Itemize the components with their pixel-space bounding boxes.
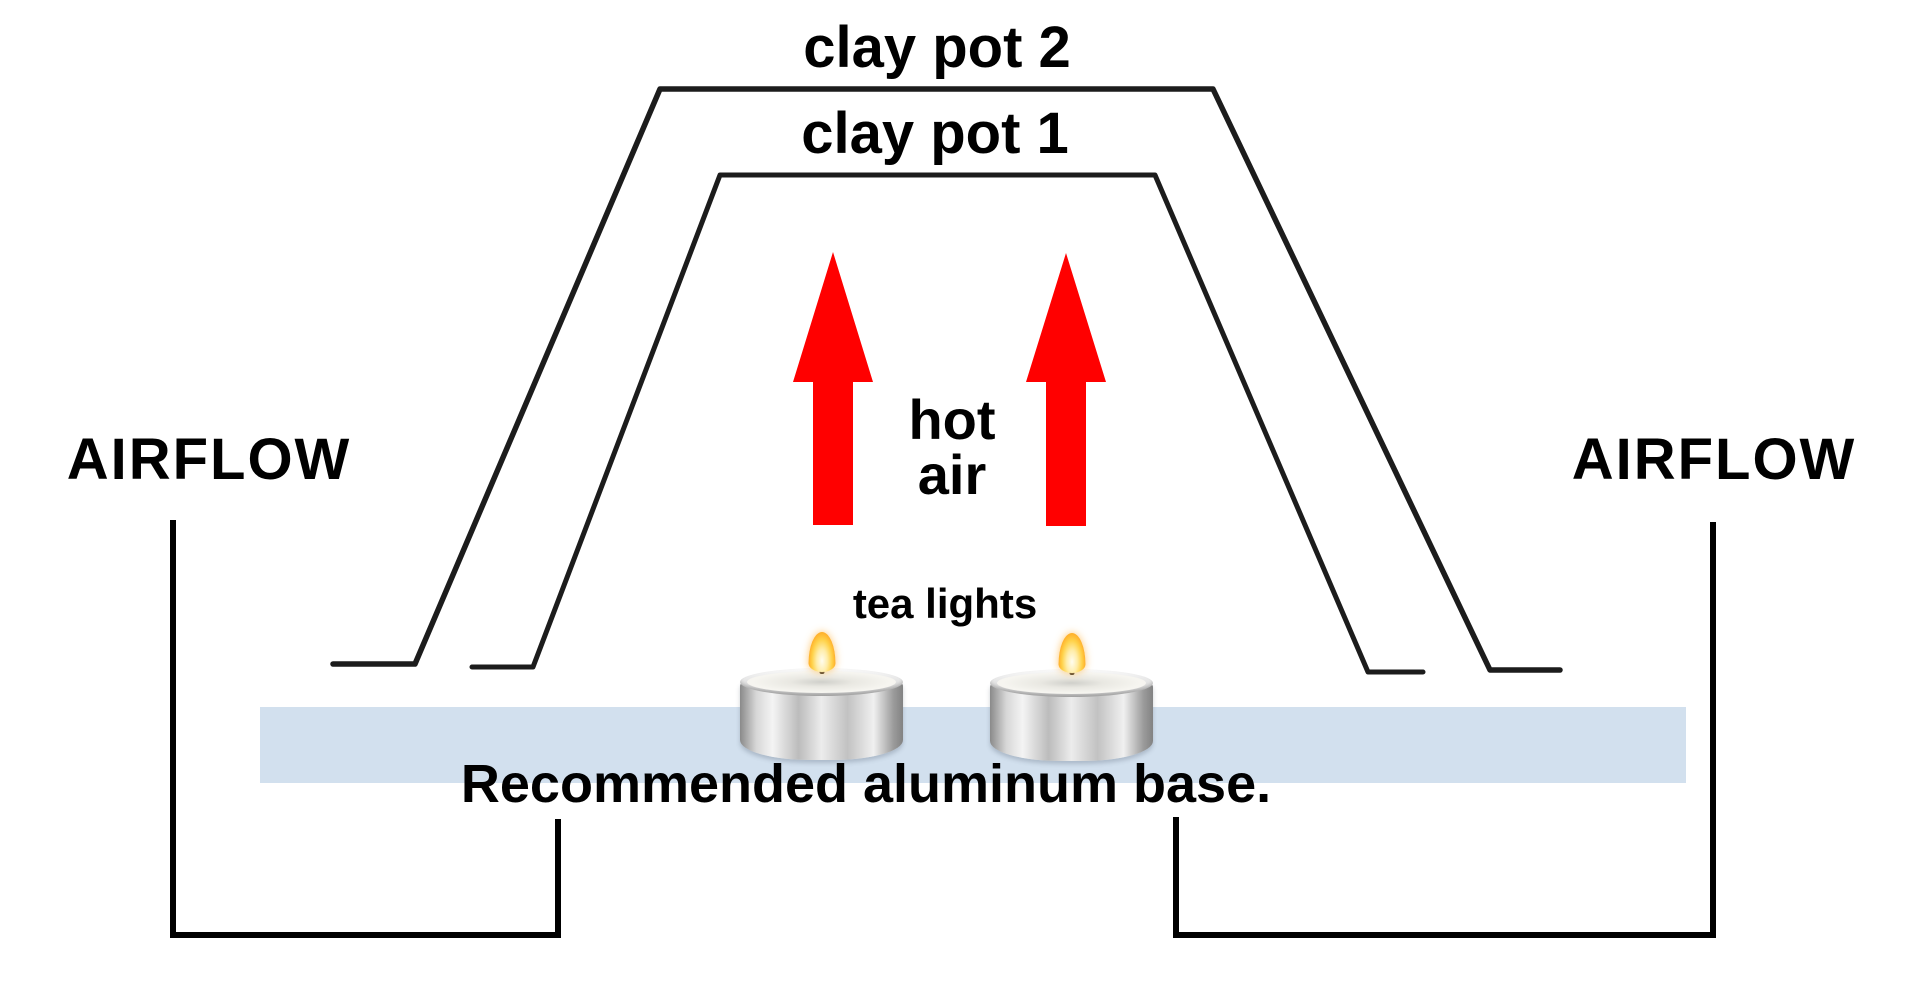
clay-pot-2-label: clay pot 2: [803, 15, 1071, 80]
hot-air-label-line2: air: [917, 443, 987, 506]
tea-light-wax: [747, 671, 896, 693]
tea-lights-label: tea lights: [852, 580, 1038, 627]
tea-light-wax: [997, 672, 1146, 694]
airflow-left-label: AIRFLOW: [66, 427, 352, 492]
tea-light-candle-right: [990, 633, 1153, 761]
tea-light-cup: [740, 668, 903, 760]
hot-air-label: hot air: [908, 388, 996, 506]
hot-air-arrow-left-icon: [793, 252, 873, 525]
airflow-bracket-right: [1173, 522, 1716, 938]
hot-air-label-line1: hot: [908, 388, 996, 451]
clay-pot-1-label: clay pot 1: [801, 101, 1069, 166]
airflow-right-label: AIRFLOW: [1571, 427, 1857, 492]
clay-pot-2-outline: [330, 86, 1563, 673]
hot-air-arrow-right-icon: [1026, 253, 1106, 526]
aluminum-base-bar: [260, 707, 1686, 783]
tea-light-candle-left: [740, 632, 903, 760]
aluminum-base-caption: Recommended aluminum base.: [460, 754, 1272, 814]
clay-pot-1-outline: [469, 172, 1426, 675]
tea-light-cup: [990, 669, 1153, 761]
airflow-bracket-left: [170, 520, 561, 938]
